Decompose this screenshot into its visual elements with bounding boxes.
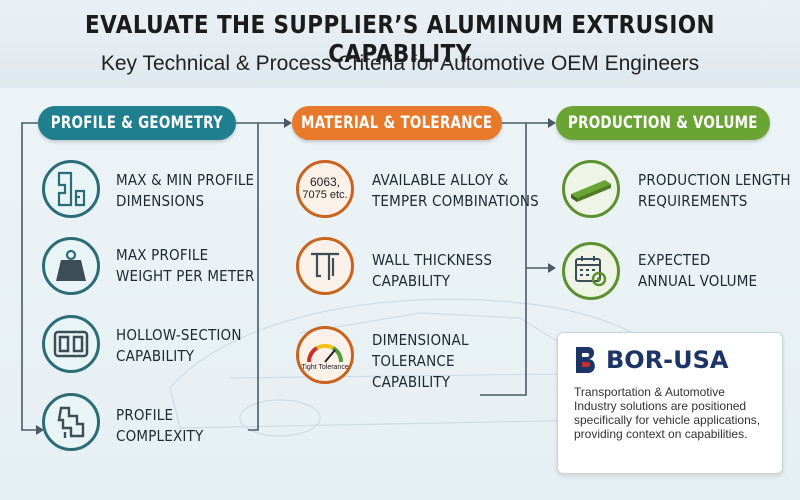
item-hollow-section: HOLLOW-SECTION CAPABILITY	[116, 326, 242, 365]
profile-dimensions-icon	[42, 160, 100, 218]
brand-logo-group: BOR-USA	[574, 345, 728, 375]
brand-logo-icon	[576, 347, 595, 373]
gauge-icon: Tight Tolerance	[296, 326, 354, 384]
alloy-icon-text-2: 7075 etc.	[302, 189, 348, 201]
item-dimensional-tolerance: DIMENSIONAL TOLERANCE CAPABILITY	[372, 331, 469, 391]
brand-name: BOR-USA	[606, 346, 729, 374]
page-subtitle: Key Technical & Process Criteria for Aut…	[100, 52, 700, 75]
brand-description: Transportation & Automotive Industry sol…	[574, 385, 761, 441]
item-profile-weight: MAX PROFILE WEIGHT PER METER	[116, 246, 255, 285]
page-title: EVALUATE THE SUPPLIER’S ALUMINUM EXTRUSI…	[85, 10, 715, 68]
item-profile-dimensions: MAX & MIN PROFILE DIMENSIONS	[116, 171, 255, 210]
item-profile-complexity: PROFILE COMPLEXITY	[116, 406, 204, 445]
calendar-gear-icon	[562, 242, 620, 300]
complex-profile-icon	[42, 393, 100, 451]
caliper-icon	[296, 237, 354, 295]
item-production-length: PRODUCTION LENGTH REQUIREMENTS	[638, 171, 791, 210]
hollow-section-icon	[42, 315, 100, 373]
alloy-icon-text-1: 6063,	[309, 175, 341, 189]
item-annual-volume: EXPECTED ANNUAL VOLUME	[638, 251, 758, 290]
item-alloy-temper: AVAILABLE ALLOY & TEMPER COMBINATIONS	[372, 171, 539, 210]
column-heading-production-volume: PRODUCTION & VOLUME	[556, 106, 770, 140]
brand-info-card: BOR-USA Transportation & Automotive Indu…	[557, 332, 783, 474]
extrusion-bar-icon	[562, 160, 620, 218]
gauge-icon-text: Tight Tolerance	[301, 363, 349, 371]
item-wall-thickness: WALL THICKNESS CAPABILITY	[372, 251, 493, 290]
alloy-icon: 6063, 7075 etc.	[296, 160, 354, 218]
column-heading-profile-geometry: PROFILE & GEOMETRY	[38, 106, 236, 140]
column-heading-material-tolerance: MATERIAL & TOLERANCE	[292, 106, 502, 140]
header-banner: EVALUATE THE SUPPLIER’S ALUMINUM EXTRUSI…	[0, 0, 800, 88]
weight-icon	[42, 237, 100, 295]
